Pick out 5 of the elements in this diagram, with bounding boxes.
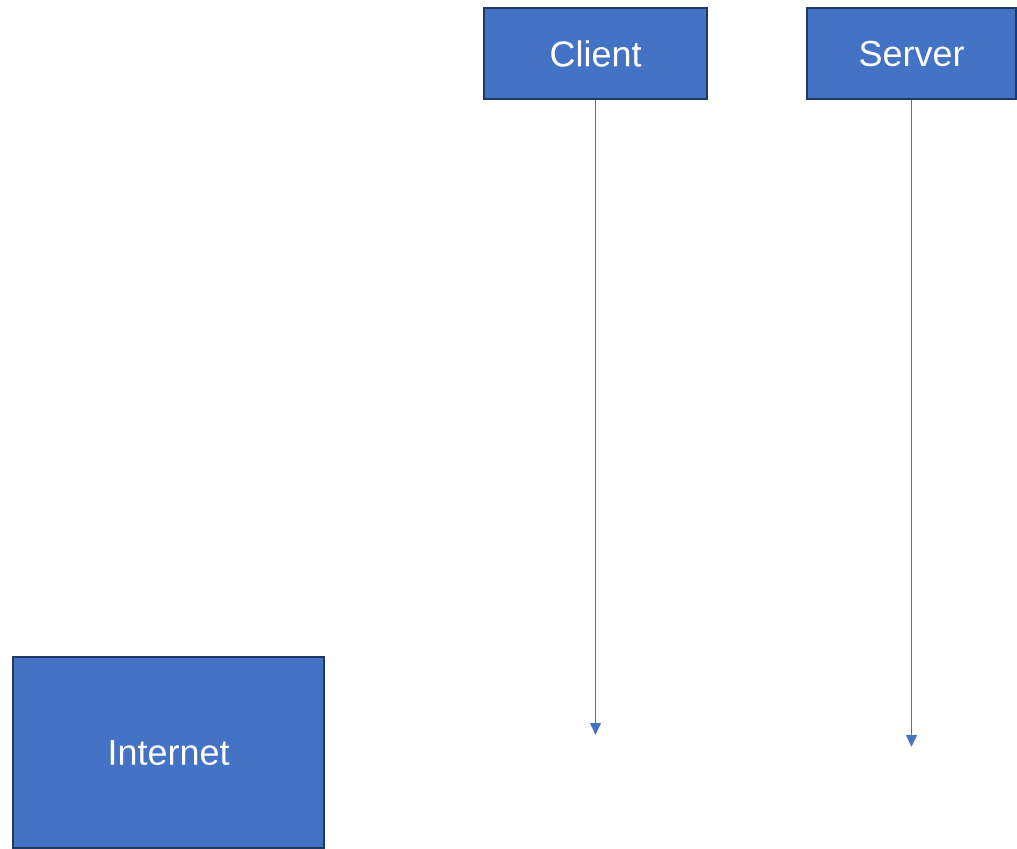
box: Client [483,7,708,100]
box: Server [806,7,1017,100]
arrow [906,99,917,747]
box: Internet [12,656,325,849]
arrow [590,99,601,735]
